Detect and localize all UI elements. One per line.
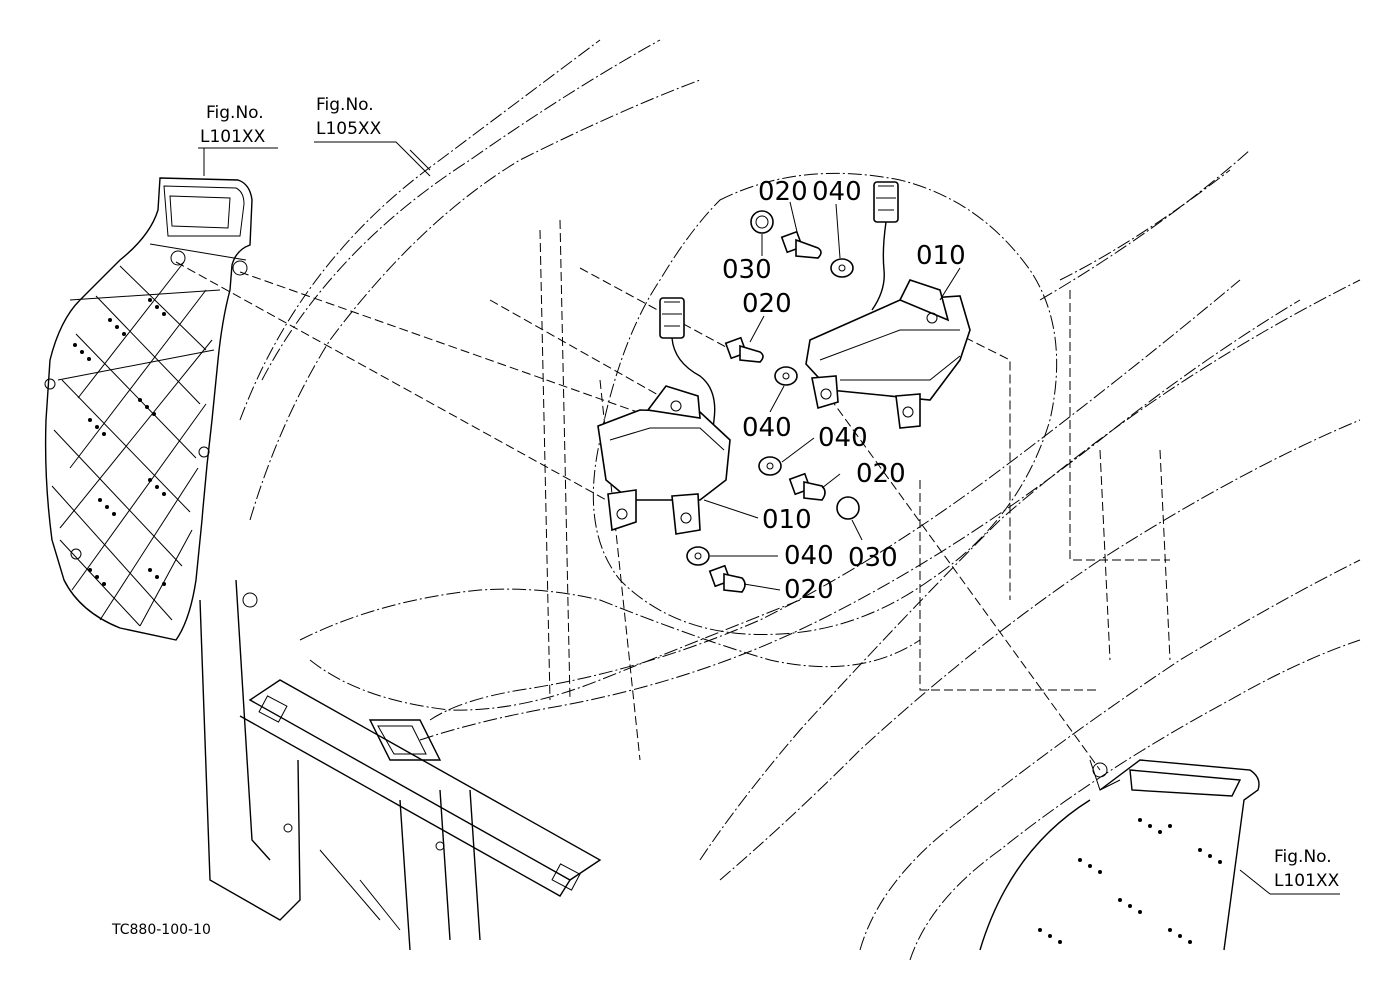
callout-020: 020 xyxy=(784,575,834,605)
detail-outline xyxy=(592,172,1058,636)
callout-040: 040 xyxy=(818,423,868,453)
fastener-030-top xyxy=(750,210,774,234)
fastener-040-right xyxy=(758,456,782,476)
fig-ref-left: Fig.No. L101XX xyxy=(198,103,278,176)
right-grille-panel xyxy=(979,759,1260,951)
fastener-020-right xyxy=(788,472,826,501)
fig-ref-top: Fig.No. L105XX xyxy=(314,95,431,177)
callout-020: 020 xyxy=(742,289,792,319)
fastener-040-mid xyxy=(774,366,798,386)
callout-030: 030 xyxy=(722,255,772,285)
drawing-code: TC880-100-10 xyxy=(111,922,211,938)
fastener-030-right xyxy=(836,496,860,520)
fastener-040-low xyxy=(686,546,710,566)
fig-ref-right: Fig.No. L101XX xyxy=(1239,847,1340,895)
callout-010: 010 xyxy=(916,241,966,271)
fig-ref-label: Fig.No. xyxy=(316,95,374,115)
callout-040: 040 xyxy=(784,541,834,571)
lamp-right xyxy=(805,181,971,429)
fig-ref-label: Fig.No. xyxy=(206,103,264,123)
callout-020: 020 xyxy=(856,459,906,489)
left-grille-panel xyxy=(44,177,253,641)
fig-ref-code: L105XX xyxy=(316,119,382,139)
fig-ref-code: L101XX xyxy=(1274,871,1340,891)
frame-bracket xyxy=(199,579,602,951)
lamp-left xyxy=(597,297,731,535)
callout-030: 030 xyxy=(848,543,898,573)
fastener-040-top xyxy=(830,258,854,278)
fastener-020-top xyxy=(780,230,822,259)
fastener-020-mid xyxy=(724,336,764,363)
callout-leaders xyxy=(703,201,961,591)
callout-020: 020 xyxy=(758,177,808,207)
callout-040: 040 xyxy=(812,177,862,207)
fastener-020-low xyxy=(708,564,746,593)
callout-040: 040 xyxy=(742,413,792,443)
fig-ref-code: L101XX xyxy=(200,127,266,147)
callout-010: 010 xyxy=(762,505,812,535)
fig-ref-label: Fig.No. xyxy=(1274,847,1332,867)
